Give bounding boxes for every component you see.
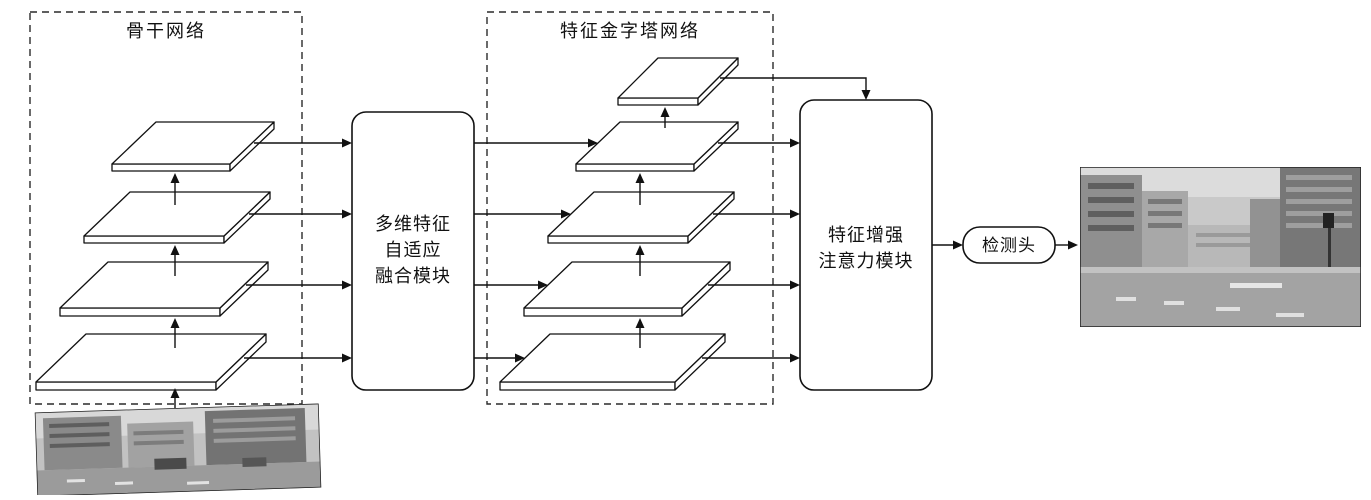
arrow-fusion-to-fpn1 xyxy=(474,353,525,363)
arrow-attention-to-detection-head xyxy=(932,240,963,250)
arrow-input-to-backbone1 xyxy=(170,388,180,410)
layer-front-face xyxy=(617,97,699,106)
arrow-fpn4-to-fpn5 xyxy=(660,107,670,128)
fpn-dashed-box xyxy=(486,11,774,405)
input-street-image xyxy=(34,403,322,497)
fpn-layer-1 xyxy=(499,333,726,391)
layer-front-face xyxy=(59,307,221,317)
backbone-layer-1 xyxy=(35,333,267,391)
fusion-module-label-line3: 融合模块 xyxy=(375,266,451,286)
layer-top-face xyxy=(111,121,275,165)
fpn-layer-2 xyxy=(523,261,731,317)
fusion-module-box xyxy=(351,111,475,391)
layer-top-face xyxy=(35,333,267,383)
attention-module-label-line1: 特征增强 xyxy=(828,225,904,245)
arrow-fpn3-to-attention xyxy=(713,209,800,219)
fpn-label: 特征金字塔网络 xyxy=(560,21,700,41)
arrow-backbone4-to-fusion xyxy=(254,138,352,148)
arrow-fpn2-to-fpn3 xyxy=(635,245,645,276)
arrow-fusion-to-fpn4 xyxy=(474,138,598,148)
backbone-label: 骨干网络 xyxy=(126,21,206,41)
layer-front-face xyxy=(499,381,676,391)
layer-front-face xyxy=(35,381,217,391)
layer-top-face xyxy=(523,261,731,309)
attention-module-box xyxy=(799,99,933,391)
backbone-dashed-box xyxy=(29,11,303,405)
arrow-backbone2-to-fusion xyxy=(246,280,352,290)
output-street-image xyxy=(1080,167,1361,327)
layer-front-face xyxy=(547,235,689,244)
arrow-fpn4-to-attention xyxy=(718,138,800,148)
layer-front-face xyxy=(523,307,683,317)
layer-top-face xyxy=(59,261,269,309)
layer-top-face xyxy=(547,191,735,237)
fusion-module-label-line1: 多维特征 xyxy=(375,214,451,234)
layer-front-face xyxy=(575,163,695,172)
arrow-fusion-to-fpn2 xyxy=(474,280,548,290)
arrow-fpn1-to-fpn2 xyxy=(635,318,645,348)
arrow-fpn1-to-attention xyxy=(702,353,800,363)
backbone-layer-3 xyxy=(83,191,271,244)
layer-front-face xyxy=(111,163,231,172)
arrow-detection-head-to-output xyxy=(1055,240,1078,250)
layer-top-face xyxy=(499,333,726,383)
layer-top-face xyxy=(575,121,739,165)
arrow-backbone3-to-fusion xyxy=(249,209,352,219)
arrow-backbone2-to-backbone3 xyxy=(170,245,180,276)
arrow-backbone1-to-backbone2 xyxy=(170,318,180,348)
arrow-fpn5-to-attention-top xyxy=(720,77,871,100)
fusion-module-label-line2: 自适应 xyxy=(385,240,442,260)
fpn-layer-5-top xyxy=(617,57,739,106)
arrow-fpn3-to-fpn4 xyxy=(635,173,645,205)
fpn-layer-3 xyxy=(547,191,735,244)
layer-top-face xyxy=(617,57,739,99)
arrow-backbone3-to-backbone4 xyxy=(170,173,180,205)
backbone-layer-4 xyxy=(111,121,275,172)
arrow-fpn2-to-attention xyxy=(708,280,800,290)
attention-module-label-line2: 注意力模块 xyxy=(819,251,914,271)
fpn-layer-4 xyxy=(575,121,739,172)
arrow-backbone1-to-fusion xyxy=(244,353,352,363)
detection-head-label: 检测头 xyxy=(982,236,1036,255)
arrow-fusion-to-fpn3 xyxy=(474,209,571,219)
backbone-layer-2 xyxy=(59,261,269,317)
layer-front-face xyxy=(83,235,225,244)
layer-top-face xyxy=(83,191,271,237)
